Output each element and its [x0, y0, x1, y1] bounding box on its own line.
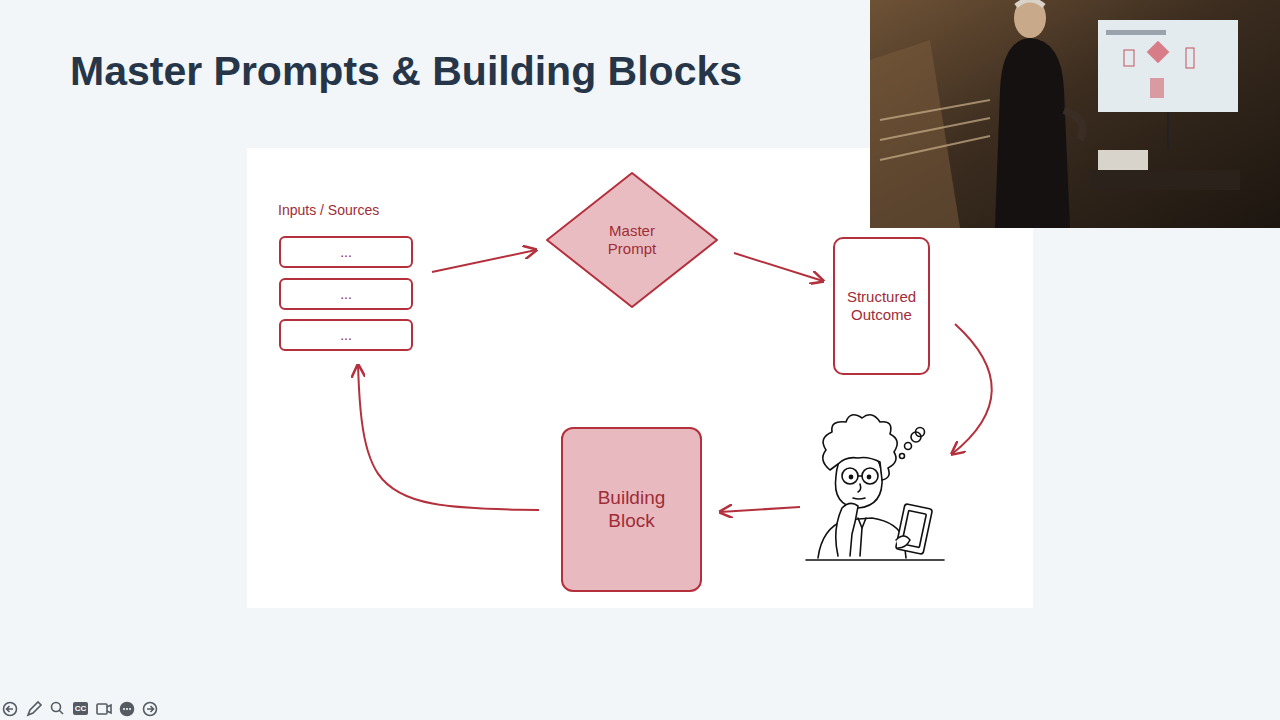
diamond-shape — [547, 173, 717, 307]
thinking-person-part — [853, 498, 865, 499]
group-heading: Inputs / Sources — [278, 202, 379, 219]
webcam-overlay-part — [1090, 170, 1240, 190]
webcam-overlay-part — [1186, 48, 1194, 68]
toolbar-icons-part — [107, 705, 111, 713]
input-box: ... — [279, 278, 413, 310]
webcam-overlay — [870, 0, 1280, 228]
webcam-overlay-part — [1064, 110, 1083, 140]
node-label: ... — [340, 286, 352, 303]
toolbar-icons-part — [121, 703, 134, 716]
thinking-person-part — [836, 503, 858, 556]
toolbar-dots-part — [123, 708, 125, 710]
caption-button: CC — [73, 702, 88, 715]
thinking-person-part — [896, 536, 910, 548]
toolbar-icons-part — [144, 703, 157, 716]
flow-connector — [432, 250, 536, 272]
thinking-person-part — [823, 415, 897, 480]
outcome-box: Structured Outcome — [833, 237, 930, 375]
thinking-person-part — [849, 475, 852, 478]
toolbar-dots — [123, 708, 131, 710]
toolbar-icons — [4, 702, 157, 716]
toolbar-dots-part — [126, 708, 128, 710]
webcam-overlay-part — [1124, 50, 1134, 66]
diamond-outline — [546, 172, 718, 308]
thinking-person-part — [842, 468, 858, 484]
node-label: ... — [340, 244, 352, 261]
flow-connector — [358, 365, 539, 510]
thinking-person-part — [896, 504, 933, 555]
webcam-overlay-part — [880, 100, 990, 160]
toolbar-icons-part — [4, 703, 17, 716]
toolbar-icons-part — [147, 706, 154, 712]
webcam-overlay-part — [1098, 20, 1238, 112]
slide-title: Master Prompts & Building Blocks — [70, 48, 742, 95]
webcam-overlay-part — [1014, 0, 1046, 38]
input-box: ... — [279, 319, 413, 351]
thinking-person-part — [818, 518, 906, 558]
webcam-overlay-part — [870, 0, 1280, 228]
webcam-overlay-part — [1106, 30, 1166, 35]
node-label: Building Block — [584, 487, 680, 533]
webcam-overlay-part — [995, 38, 1070, 228]
flow-connector — [734, 253, 823, 281]
webcam-overlay-part — [1150, 78, 1164, 98]
thinking-person-part — [858, 475, 862, 477]
thinking-person-part — [905, 443, 912, 450]
node-label: ... — [340, 327, 352, 344]
thinking-person-part — [858, 518, 866, 528]
input-box: ... — [279, 236, 413, 268]
thinking-person — [806, 415, 944, 560]
flow-arrow — [952, 324, 992, 454]
node-label: Structured Outcome — [841, 288, 922, 324]
decision-diamond: Master Prompt — [546, 172, 718, 308]
toolbar-icons-part — [97, 704, 107, 714]
toolbar-icons-part — [59, 710, 63, 714]
thinking-person-part — [867, 475, 870, 478]
thinking-person-part — [806, 559, 944, 561]
thinking-person-part — [900, 454, 905, 459]
flow-arrow — [720, 507, 800, 512]
webcam-overlay-part — [1167, 112, 1169, 150]
input-group: Inputs / Sources......... — [278, 200, 414, 352]
thinking-person-part — [858, 484, 861, 492]
building-block: Building Block — [561, 427, 702, 592]
toolbar-icons-part — [28, 702, 41, 715]
node-label: Master Prompt — [590, 222, 674, 258]
thinking-person-part — [862, 468, 878, 484]
webcam-overlay-part — [1016, 0, 1044, 6]
thinking-person-part — [916, 428, 925, 437]
webcam-overlay-part — [1098, 150, 1148, 170]
webcam-overlay-part — [1147, 41, 1170, 64]
thinking-person-part — [860, 528, 862, 556]
toolbar-dots-part — [129, 708, 131, 710]
toolbar-icons-part — [7, 706, 14, 712]
